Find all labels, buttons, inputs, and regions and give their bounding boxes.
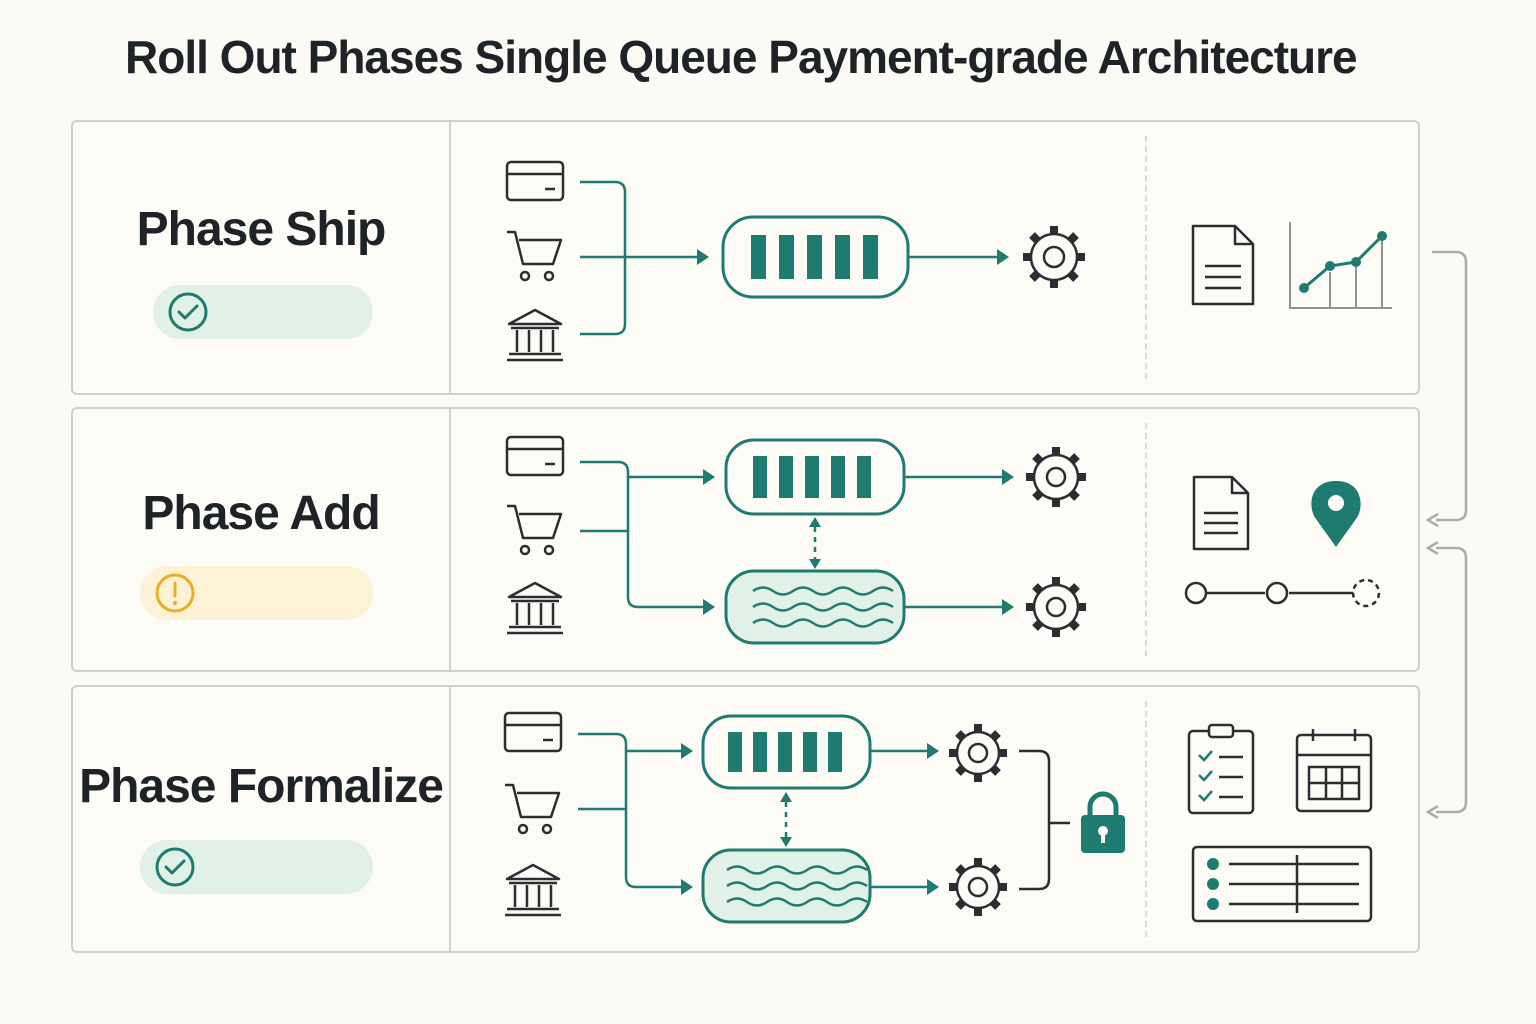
check-circle-icon: [155, 847, 195, 887]
flow-diagram: [505, 435, 1381, 645]
arrowhead: [809, 559, 821, 569]
arrowhead: [809, 517, 821, 527]
arrowhead: [780, 792, 792, 802]
arrowhead: [703, 469, 715, 485]
card-icon: [505, 160, 565, 202]
timeline-icon: [1184, 578, 1381, 608]
exclamation-circle-icon: [155, 573, 195, 613]
arrowhead: [681, 743, 693, 759]
checklist-icon: [1187, 723, 1255, 815]
card-icon: [503, 711, 563, 753]
arrowhead: [1425, 804, 1439, 820]
phase-panel-add: Phase Add: [71, 407, 1420, 672]
phase-title: Phase Ship: [136, 203, 387, 256]
arrowhead: [997, 249, 1009, 265]
cart-icon: [505, 783, 561, 835]
lock-icon: [1081, 791, 1125, 853]
cart-icon: [507, 504, 563, 556]
stream-node: [724, 569, 906, 645]
arrowhead: [1425, 540, 1439, 556]
phase-title: Phase Formalize: [79, 760, 444, 813]
connector-line: [578, 732, 681, 889]
dashed-divider: [1145, 423, 1147, 656]
status-pill-ok: [153, 285, 373, 339]
gear-icon: [1023, 226, 1085, 288]
check-circle-icon: [168, 292, 208, 332]
gear-icon: [949, 724, 1007, 782]
arrowhead: [927, 879, 939, 895]
panel-divider: [449, 687, 451, 951]
panel-divider: [449, 409, 451, 670]
dashed-divider: [1145, 136, 1147, 379]
arrowhead: [1425, 512, 1439, 528]
flow-diagram: [505, 160, 1392, 362]
arrowhead: [681, 879, 693, 895]
phase-panel-formalize: Phase Formalize: [71, 685, 1420, 953]
arrowhead: [927, 743, 939, 759]
document-icon: [1191, 224, 1255, 306]
gear-icon: [949, 858, 1007, 916]
queue-node: [721, 215, 910, 299]
queue-node: [701, 714, 872, 790]
page-title: Roll Out Phases Single Queue Payment-gra…: [125, 31, 1358, 83]
status-pill-warning: [140, 566, 373, 620]
line-chart-icon: [1289, 222, 1392, 309]
bank-icon: [507, 308, 563, 362]
status-pill-ok: [140, 840, 373, 894]
flow-diagram: [503, 711, 1373, 924]
bank-icon: [507, 581, 563, 635]
connector-line: [1436, 546, 1468, 814]
table-icon: [1191, 845, 1373, 923]
queue-node: [724, 438, 906, 516]
arrowhead: [1002, 599, 1014, 615]
calendar-icon: [1295, 729, 1373, 813]
arrowhead: [780, 837, 792, 847]
arrowhead: [703, 599, 715, 615]
bank-icon: [505, 863, 561, 917]
dashed-divider: [1145, 701, 1147, 937]
stream-node: [701, 848, 872, 924]
phase-title: Phase Add: [142, 487, 380, 540]
phase-panel-ship: Phase Ship: [71, 120, 1420, 395]
arrowhead: [1002, 469, 1014, 485]
card-icon: [505, 435, 565, 477]
connector-line: [1432, 250, 1468, 522]
document-icon: [1192, 475, 1250, 551]
gear-icon: [1026, 447, 1086, 507]
arrowhead: [697, 249, 709, 265]
connector-line: [1019, 749, 1051, 891]
gear-icon: [1026, 577, 1086, 637]
cart-icon: [507, 230, 563, 282]
map-pin-icon: [1311, 481, 1361, 547]
connector-line: [580, 460, 703, 609]
panel-divider: [449, 122, 451, 393]
